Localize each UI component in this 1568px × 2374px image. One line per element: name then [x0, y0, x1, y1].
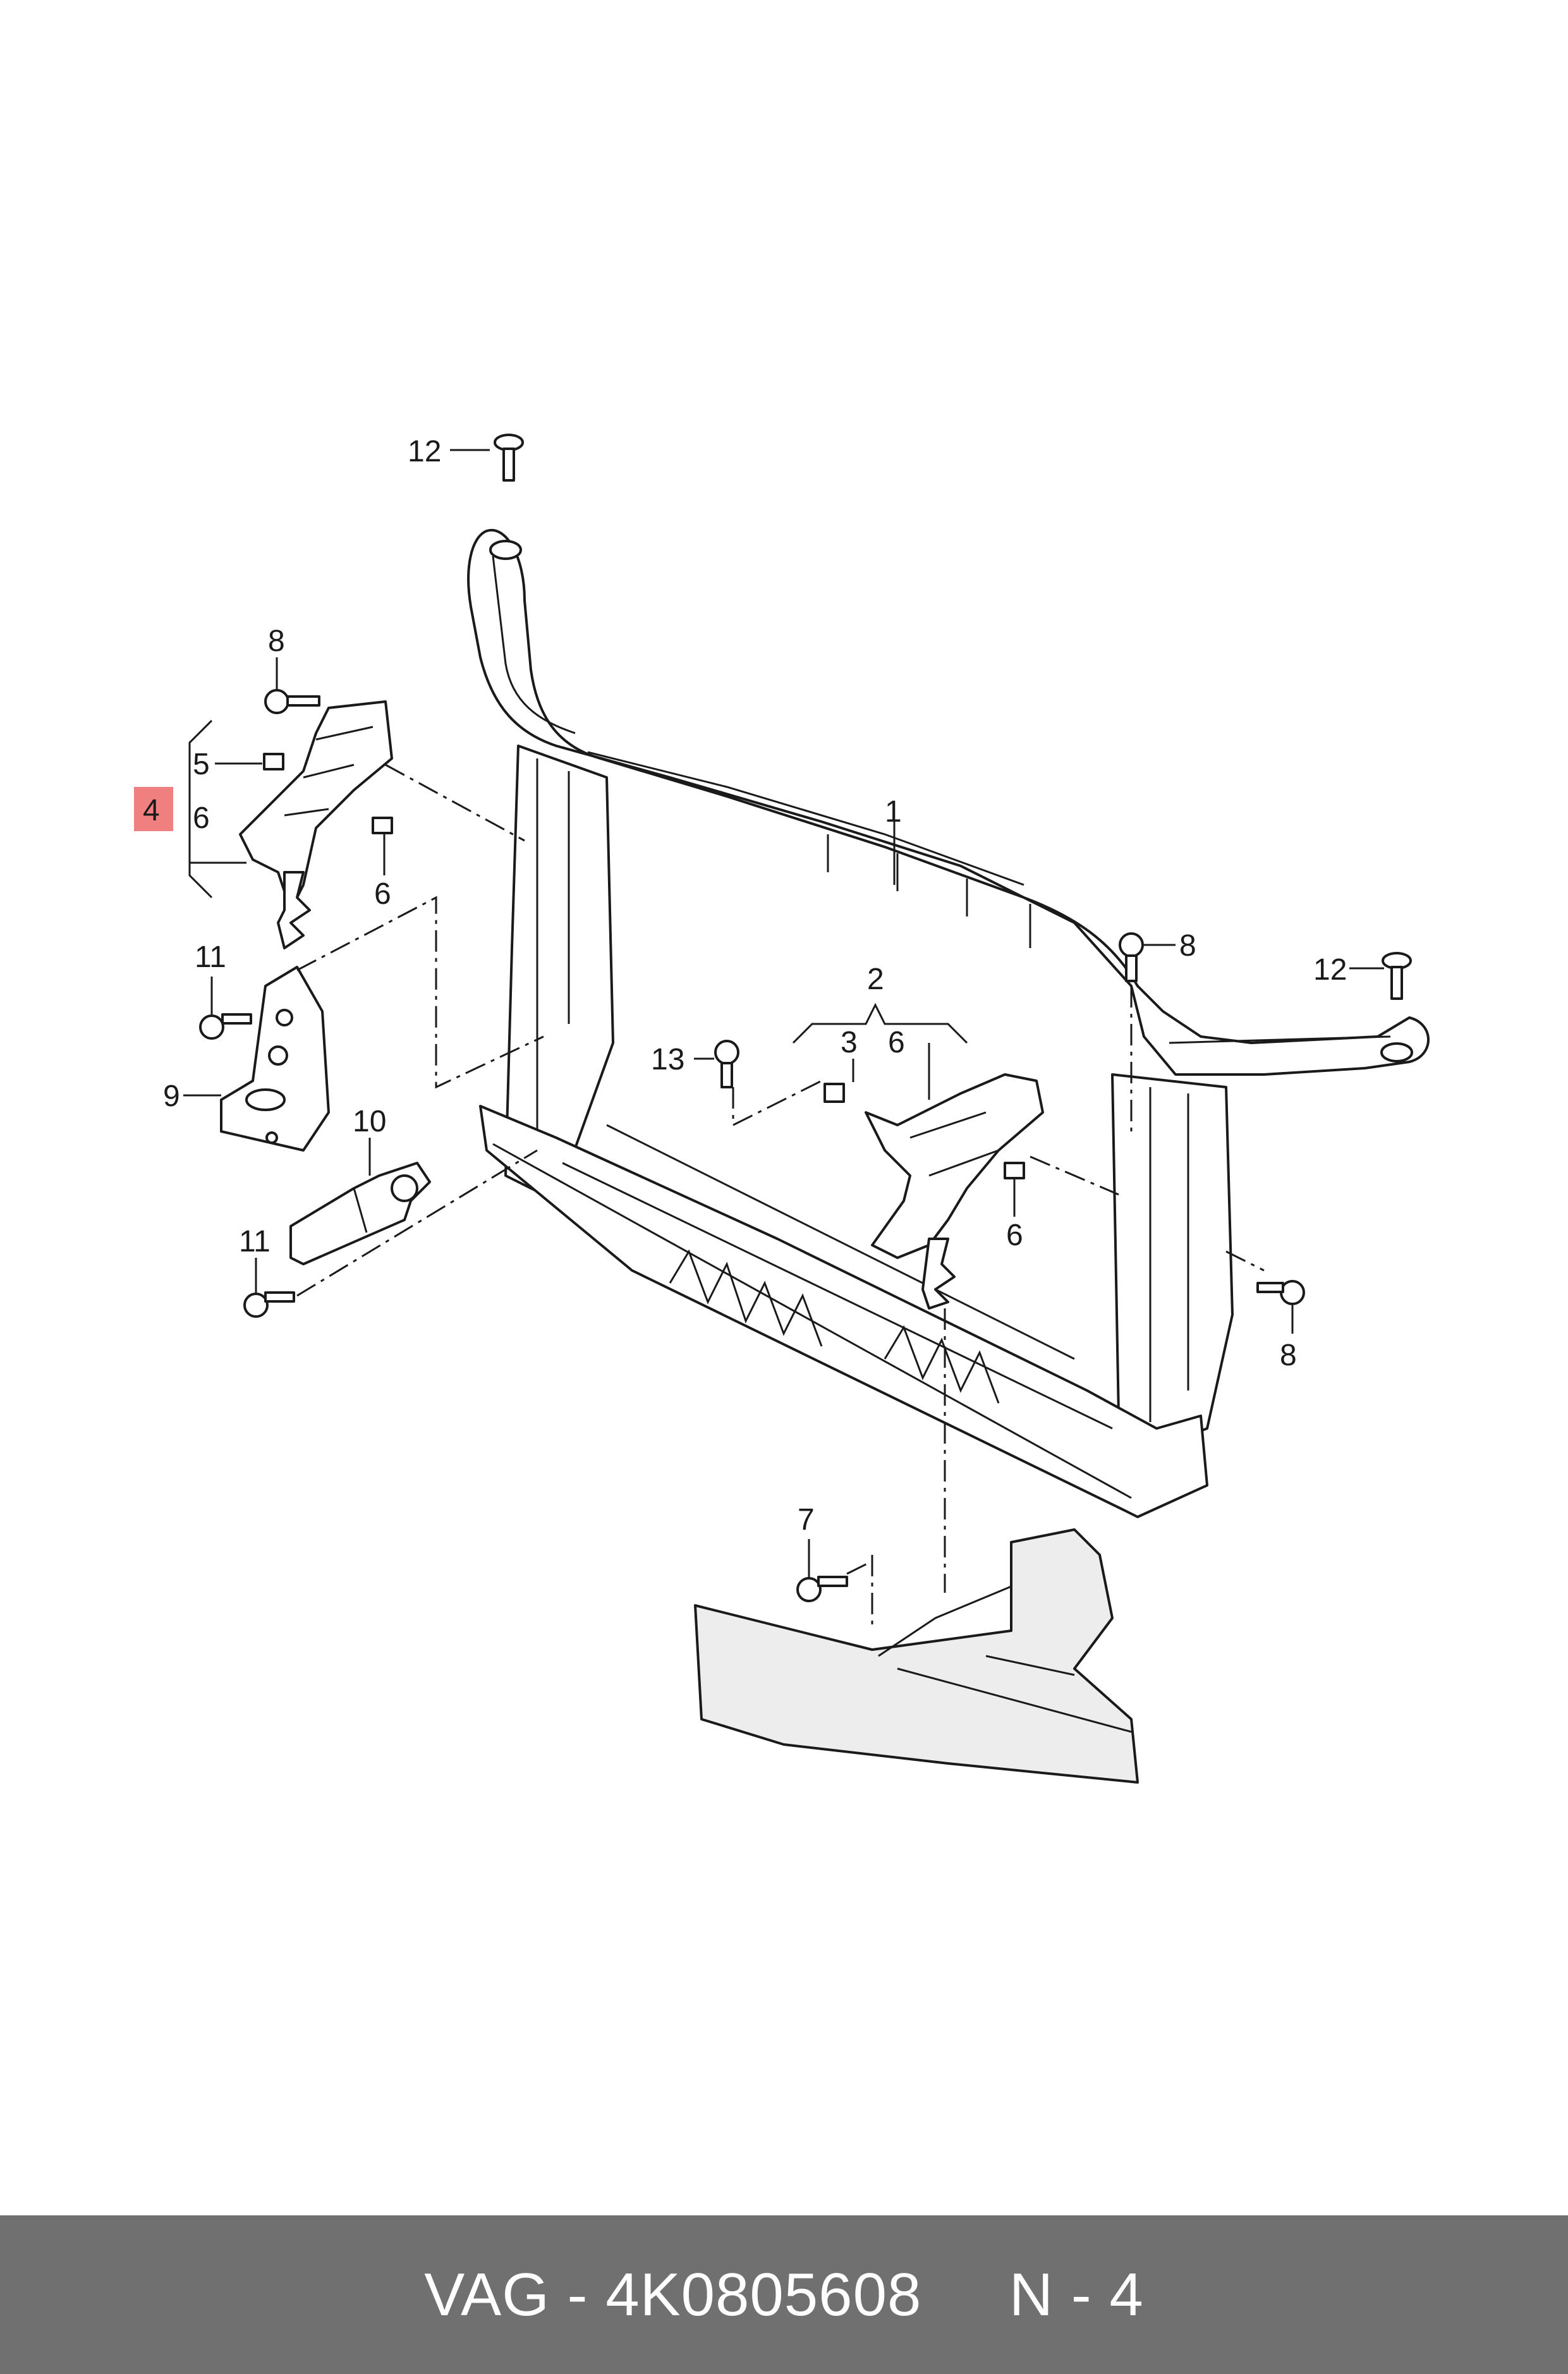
callout-2: 2 — [867, 963, 884, 996]
callout-6-center: 6 — [888, 1026, 905, 1059]
callout-12-right: 12 — [1313, 953, 1347, 987]
callout-8-right-top: 8 — [1179, 929, 1196, 963]
bracket-9-part — [220, 966, 330, 1152]
callout-12-top: 12 — [408, 435, 441, 468]
bolt-12-right — [1382, 952, 1412, 1000]
leader-lines — [183, 449, 1384, 1577]
callout-8-right-bottom: 8 — [1280, 1339, 1297, 1372]
footer-bar: VAG - 4K0805608 N - 4 — [0, 2215, 1568, 2374]
clip-6-left — [372, 817, 393, 834]
latch-10-part — [289, 1162, 431, 1265]
bracket-left-part — [239, 700, 393, 949]
bolt-8-right-bottom — [1256, 1280, 1305, 1305]
parts-diagram: 1 2 3 4 5 6 6 6 6 7 8 8 8 9 10 11 11 12 … — [134, 434, 1430, 1784]
callout-1: 1 — [885, 795, 902, 829]
bolt-8-left — [264, 689, 320, 714]
alignment-lines — [296, 764, 1265, 1631]
callout-10: 10 — [353, 1105, 386, 1138]
callout-5: 5 — [193, 748, 210, 781]
lower-cover-part — [694, 1528, 1139, 1784]
callout-3: 3 — [841, 1026, 858, 1059]
bolt-7 — [796, 1576, 848, 1602]
clip-5 — [263, 753, 284, 770]
callout-labels: 1 2 3 4 5 6 6 6 6 7 8 8 8 9 10 11 11 12 … — [143, 435, 1347, 1537]
bolt-12-top — [494, 434, 524, 482]
highlight-box — [134, 787, 173, 831]
bolt-11-lower — [243, 1291, 295, 1318]
lock-carrier-part — [467, 528, 1430, 1518]
callout-11-upper: 11 — [195, 940, 226, 974]
bolt-13 — [714, 1040, 739, 1088]
callout-6-center-lower: 6 — [1006, 1219, 1023, 1252]
part-number-caption: VAG - 4K0805608 N - 4 — [424, 2260, 1144, 2328]
clip-3 — [824, 1083, 845, 1103]
callout-4: 4 — [143, 794, 160, 827]
bolt-8-right-top — [1119, 932, 1144, 982]
clip-6-center — [1004, 1162, 1025, 1179]
callout-6-left-lower: 6 — [374, 877, 391, 911]
callout-11-lower: 11 — [239, 1225, 270, 1258]
callout-7: 7 — [798, 1503, 815, 1537]
bolt-11-upper — [199, 1013, 252, 1040]
callout-6-left: 6 — [193, 801, 210, 835]
callout-9: 9 — [163, 1080, 180, 1113]
callout-8-left: 8 — [268, 624, 285, 658]
callout-13: 13 — [651, 1043, 684, 1076]
bracket-center-part — [865, 1073, 1044, 1310]
